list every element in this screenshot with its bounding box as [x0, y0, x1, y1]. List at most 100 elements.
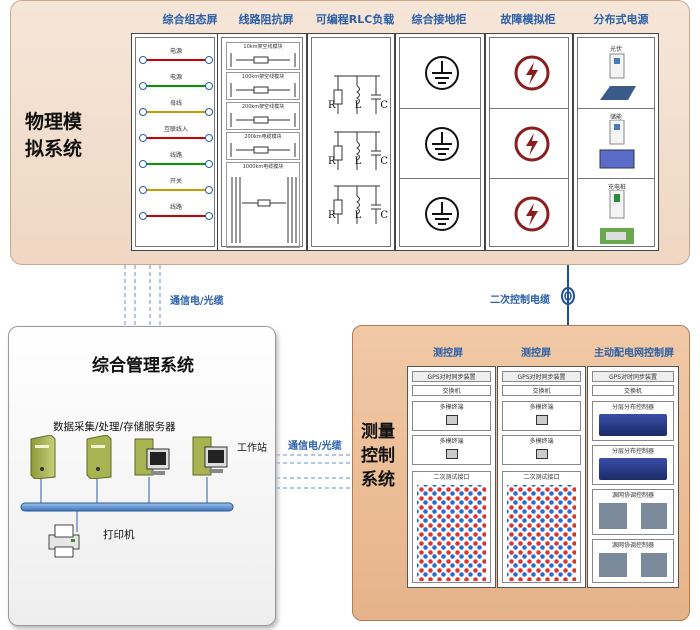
config-row-label: 开关 — [169, 178, 182, 185]
measure-rack: GPS对时同步装置 交换机 多模终端 多模终端 二次测试接口 — [497, 366, 586, 588]
l-label: L — [354, 156, 362, 167]
workstation-label: 工作站 — [237, 443, 267, 454]
cabinet-title-config: 综合组态屏 — [162, 13, 218, 26]
measurement-label-line: 控制 — [361, 446, 395, 466]
terminal-label: 多模终端 — [529, 438, 554, 445]
printer-label: 打印机 — [103, 529, 135, 541]
lightning-icon — [514, 126, 550, 162]
resistor-symbol-icon — [230, 53, 296, 67]
measurement-label-line: 测量 — [361, 422, 395, 442]
test-interface-label: 二次测试接口 — [433, 474, 470, 481]
impedance-module-label: 200km架空线模块 — [241, 104, 285, 110]
config-row: 互联线入 — [139, 124, 213, 150]
config-row-label: 互联线入 — [163, 126, 188, 133]
impedance-module: 200km架空线模块 — [226, 102, 300, 130]
secondary-test-interface: 二次测试接口 — [502, 471, 581, 583]
test-interface-label: 二次测试接口 — [523, 474, 560, 481]
controller-label: 源网协调控制器 — [611, 542, 654, 549]
server-icon — [30, 435, 56, 479]
management-title: 综合管理系统 — [92, 356, 194, 376]
config-row: 开关 — [139, 176, 213, 202]
network-switch: 交换机 — [502, 385, 581, 396]
multimode-terminal: 多模终端 — [412, 401, 491, 431]
c-label: C — [380, 156, 388, 167]
secondary-cable-label: 二次控制电缆 — [490, 295, 550, 306]
measurement-label-line: 系统 — [361, 470, 395, 490]
l-label: L — [354, 100, 362, 111]
coordination-controller: 源网协调控制器 — [592, 489, 674, 535]
terminal-label: 多模终端 — [529, 404, 554, 411]
physical-system-label: 物理模拟系统 — [25, 111, 83, 160]
network-switch: 交换机 — [412, 385, 491, 396]
impedance-module: 1000km电缆模块 — [226, 162, 300, 248]
multimode-terminal: 多模终端 — [412, 435, 491, 465]
config-row-label: 电源 — [169, 74, 182, 81]
network-switch: 交换机 — [592, 385, 674, 396]
ev-charger-icon — [600, 190, 634, 244]
hierarchical-controller: 分层分布控制器 — [592, 445, 674, 485]
workstation-computer-icon — [192, 436, 228, 476]
measure-rack: GPS对时同步装置 交换机 多模终端 多模终端 二次测试接口 — [407, 366, 496, 588]
cable-lines-icon — [231, 177, 297, 243]
config-row-label: 线路 — [169, 204, 182, 211]
battery-storage-icon — [599, 120, 635, 169]
pv-label: 光伏 — [610, 46, 623, 53]
config-row: 母线 — [139, 98, 213, 124]
measurement-control-panel: 测量 控制 系统 测控屏 测控屏 主动配电网控制屏 GPS对时同步装置 交换机 … — [352, 325, 690, 621]
grounding-cabinet — [395, 33, 485, 251]
rack-title: 测控屏 — [521, 348, 551, 359]
config-cabinet: 电源 电源 母线 互联线入 线路 开关 线路 — [131, 33, 219, 251]
resistor-symbol-icon — [230, 113, 296, 127]
config-row-label: 线路 — [169, 152, 182, 159]
coordination-controller: 源网协调控制器 — [592, 539, 674, 583]
comm-cable-label-mid: 通信电/光缆 — [288, 441, 342, 452]
impedance-module-label: 10km架空线模块 — [243, 44, 283, 50]
cabinet-title-der: 分布式电源 — [593, 13, 649, 26]
multimode-terminal: 多模终端 — [502, 435, 581, 465]
impedance-module: 10km架空线模块 — [226, 42, 300, 70]
config-row: 线路 — [139, 150, 213, 176]
active-dn-control-rack: GPS对时同步装置 交换机 分层分布控制器 分层分布控制器 源网协调控制器 源网… — [587, 366, 679, 588]
l-label: L — [354, 210, 362, 221]
impedance-cabinet: 10km架空线模块 100km架空线模块 200km架空线模块 200km电缆模… — [217, 33, 307, 251]
physical-simulation-panel: 物理模拟系统 综合组态屏 线路阻抗屏 可编程RLC负载 综合接地柜 故障模拟柜 … — [10, 0, 690, 265]
ground-icon — [425, 56, 459, 90]
servers-label: 数据采集/处理/存储服务器 — [53, 421, 176, 433]
cabinet-title-grounding: 综合接地柜 — [411, 13, 467, 26]
config-row-label: 电源 — [169, 48, 182, 55]
c-label: C — [380, 210, 388, 221]
config-row-label: 母线 — [169, 100, 182, 107]
cabinet-title-fault: 故障模拟柜 — [500, 13, 556, 26]
impedance-module: 100km架空线模块 — [226, 72, 300, 100]
controller-label: 分层分布控制器 — [611, 448, 654, 455]
config-row: 线路 — [139, 202, 213, 228]
impedance-module-label: 1000km电缆模块 — [242, 164, 284, 170]
gps-sync-device: GPS对时同步装置 — [502, 371, 581, 382]
gps-sync-device: GPS对时同步装置 — [592, 371, 674, 382]
charger-label: 充电桩 — [608, 184, 627, 191]
ground-icon — [425, 127, 459, 161]
multimode-terminal: 多模终端 — [502, 401, 581, 431]
management-system-panel: 综合管理系统 数据采集/处理/存储服务器 工作站 打印机 — [8, 326, 276, 626]
c-label: C — [380, 100, 388, 111]
impedance-module: 200km电缆模块 — [226, 132, 300, 160]
cabinet-title-impedance: 线路阻抗屏 — [238, 13, 294, 26]
gps-sync-device: GPS对时同步装置 — [412, 371, 491, 382]
storage-label: 储能 — [610, 114, 623, 121]
secondary-test-interface: 二次测试接口 — [412, 471, 491, 583]
rack-title: 主动配电网控制屏 — [594, 348, 674, 359]
fault-cabinet — [485, 33, 573, 251]
resistor-symbol-icon — [230, 143, 296, 157]
controller-label: 分层分布控制器 — [611, 404, 654, 411]
network-diagram — [20, 477, 234, 532]
r-label: R — [328, 210, 336, 221]
config-row-list: 电源 电源 母线 互联线入 线路 开关 线路 — [139, 46, 213, 228]
ground-icon — [425, 197, 459, 231]
hierarchical-controller: 分层分布控制器 — [592, 401, 674, 441]
impedance-module-list: 10km架空线模块 100km架空线模块 200km架空线模块 200km电缆模… — [226, 42, 300, 248]
terminal-label: 多模终端 — [439, 438, 464, 445]
